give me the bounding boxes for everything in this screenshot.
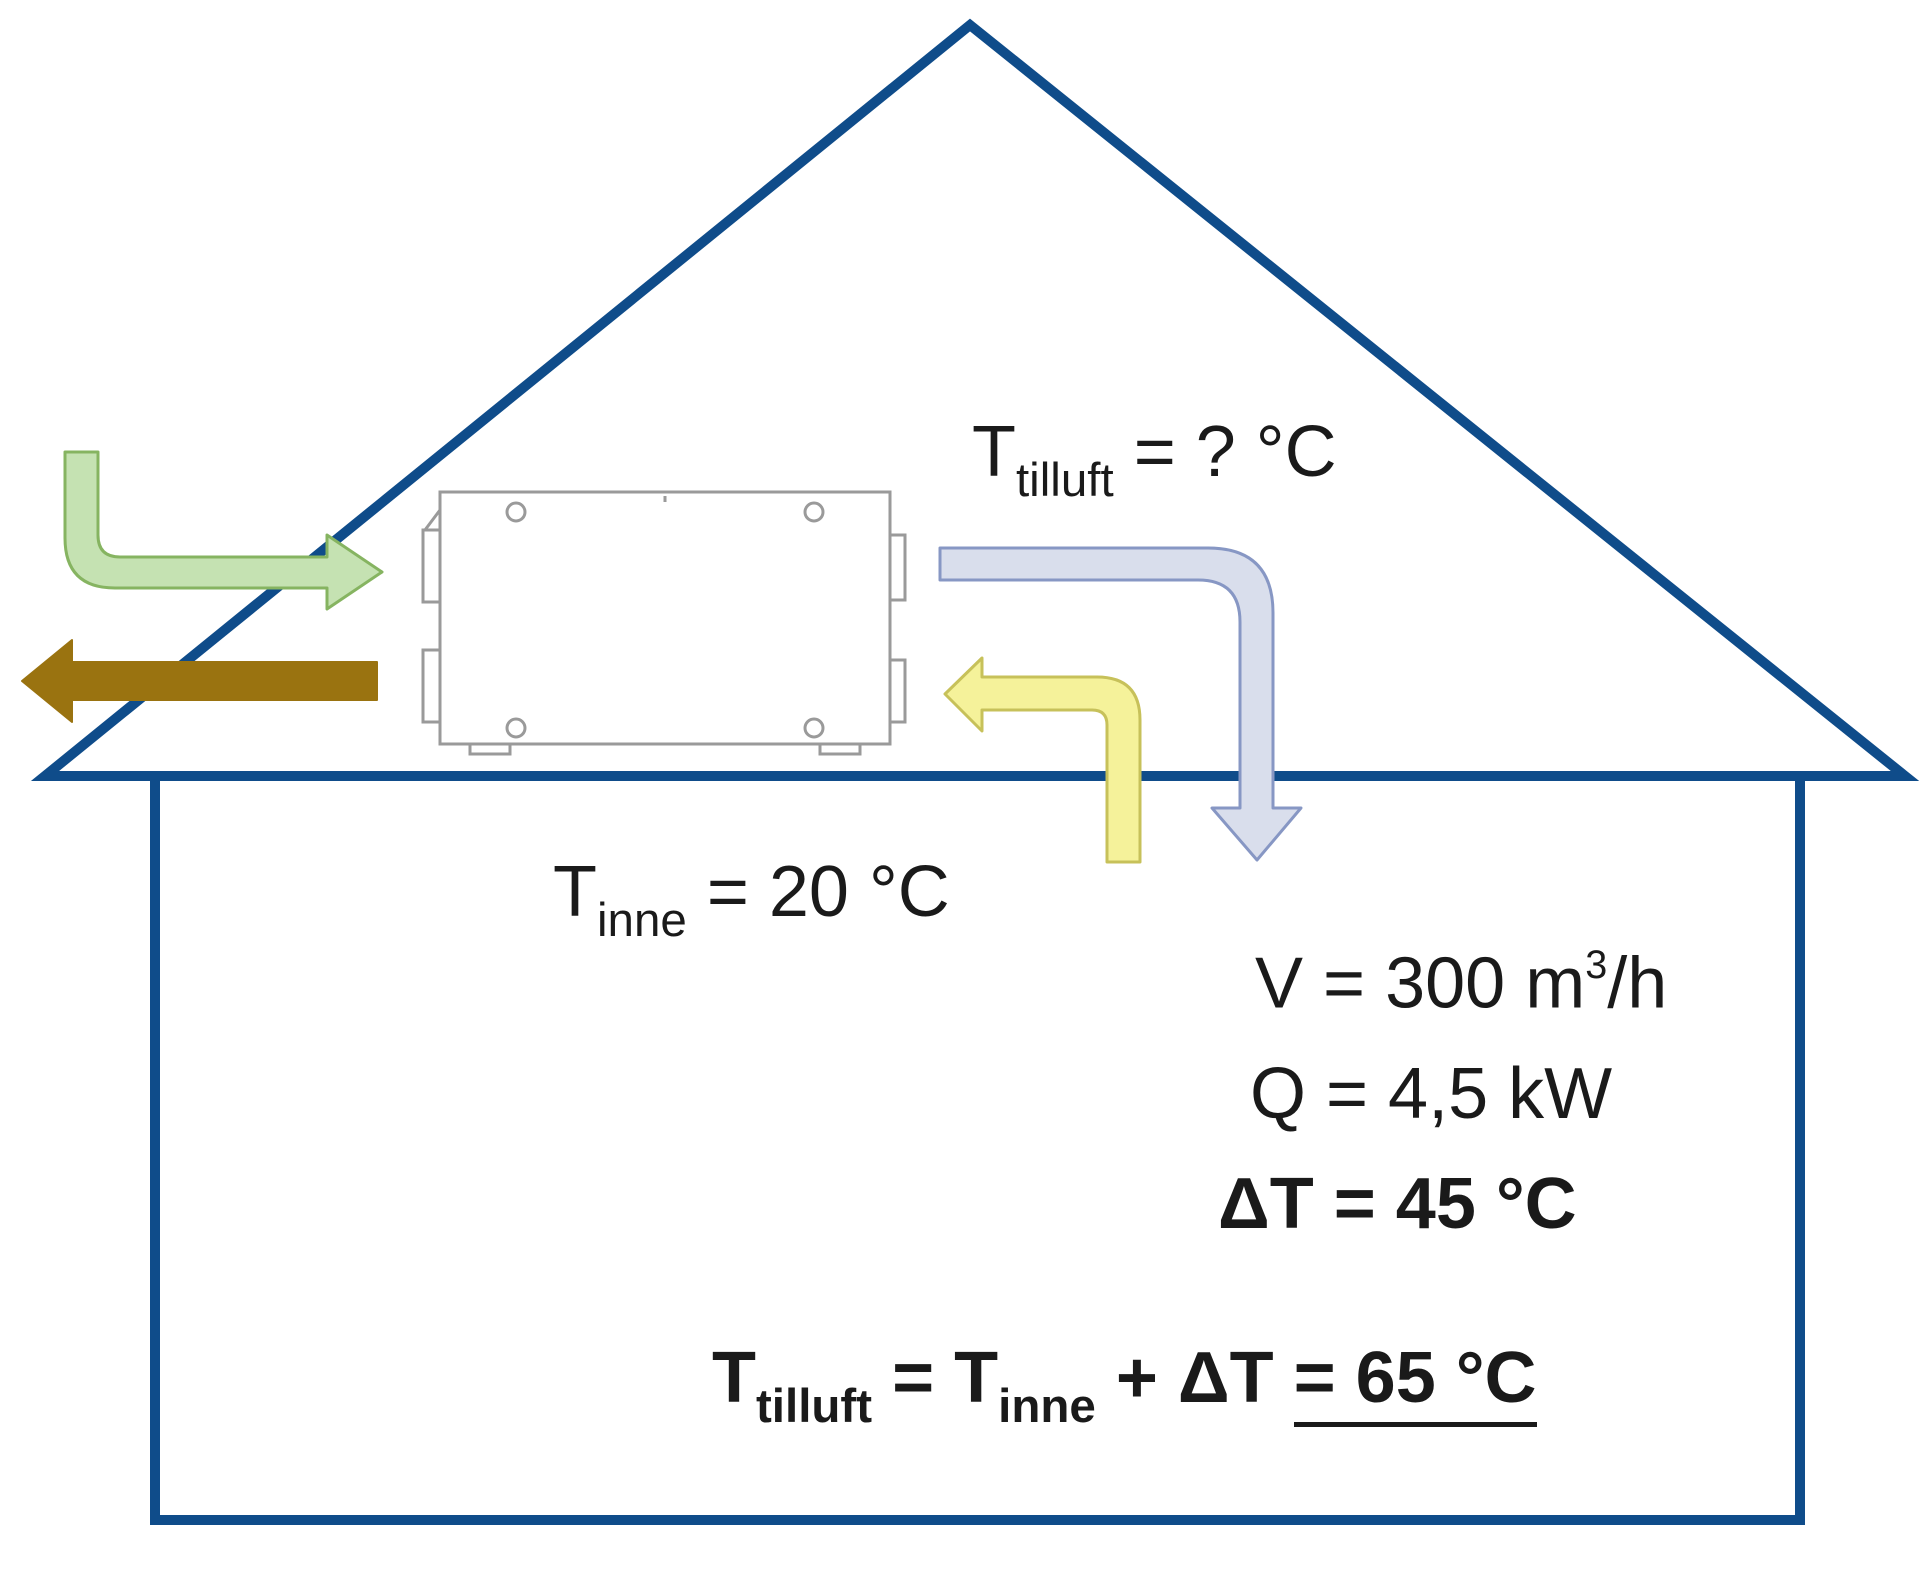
indoor-temp-value: = 20 °C (686, 852, 950, 932)
airflow-label: V = 300 m3/h (1255, 943, 1667, 1019)
result-supply-symbol: T (712, 1338, 756, 1418)
result-plus-delta: + ΔT (1095, 1338, 1294, 1418)
result-supply-subscript: tilluft (755, 1379, 873, 1433)
airflow-unit-exponent: 3 (1585, 943, 1608, 987)
result-indoor-subscript: inne (998, 1379, 1096, 1433)
delta-temperature-label: ΔT = 45 °C (1218, 1164, 1577, 1244)
supply-temp-symbol: T (972, 412, 1016, 492)
supply-temperature-unknown-label: Ttilluft = ? °C (972, 416, 1337, 504)
result-answer: = 65 °C (1293, 1338, 1537, 1427)
house-body-outline (150, 776, 1805, 1525)
outdoor-air-arrow-icon (63, 450, 384, 611)
extract-air-arrow-icon (943, 656, 1142, 864)
supply-temp-value: = ? °C (1113, 412, 1337, 492)
result-indoor-symbol: = T (872, 1338, 999, 1418)
indoor-temp-subscript: inne (596, 893, 687, 947)
airflow-unit-suffix: /h (1607, 943, 1668, 1024)
supply-temp-subscript: tilluft (1015, 453, 1114, 507)
airflow-value: V = 300 m (1255, 943, 1586, 1024)
roof-outline (30, 18, 1920, 781)
supply-air-arrow-icon (938, 546, 1303, 862)
ventilation-unit-icon (421, 490, 907, 756)
indoor-temp-symbol: T (553, 852, 597, 932)
result-equation: Ttilluft = Tinne + ΔT = 65 °C (712, 1338, 1537, 1433)
indoor-temperature-label: Tinne = 20 °C (553, 856, 950, 944)
heat-power-label: Q = 4,5 kW (1250, 1054, 1613, 1134)
exhaust-air-arrow-icon (21, 639, 378, 723)
